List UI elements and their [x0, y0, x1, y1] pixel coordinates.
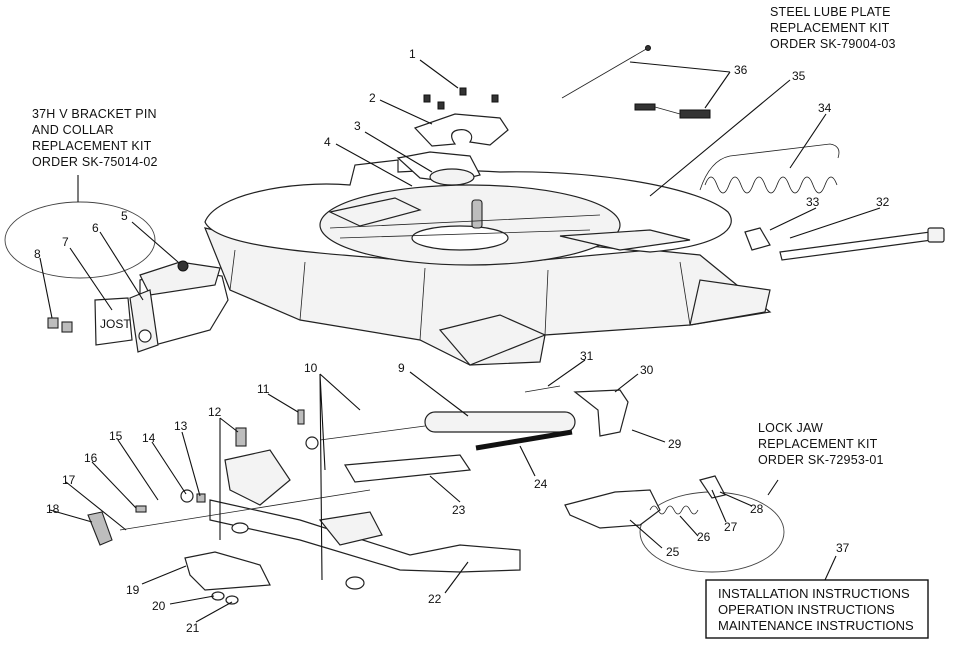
- kit-v-bracket-line-1: 37H V BRACKET PIN: [32, 107, 157, 121]
- kit-v-bracket-line-3: REPLACEMENT KIT: [32, 139, 152, 153]
- handle-rod: [87, 489, 371, 546]
- part-label-20: 20: [152, 599, 166, 613]
- part-label-31: 31: [580, 349, 594, 363]
- part-label-4: 4: [324, 135, 331, 149]
- pin-block: [744, 227, 771, 251]
- part-label-10: 10: [304, 361, 318, 375]
- part-label-36: 36: [734, 63, 748, 77]
- part-label-6: 6: [92, 221, 99, 235]
- coil-spring: [699, 143, 840, 194]
- part-label-14: 14: [142, 431, 156, 445]
- part-label-27: 27: [724, 520, 738, 534]
- part-label-19: 19: [126, 583, 140, 597]
- part-label-11: 11: [257, 382, 270, 396]
- part-label-16: 16: [84, 451, 98, 465]
- part-label-28: 28: [750, 502, 764, 516]
- kit-v-bracket-line-2: AND COLLAR: [32, 123, 114, 137]
- part-label-29: 29: [668, 437, 682, 451]
- part-label-3: 3: [354, 119, 361, 133]
- v-bracket-assembly: JOST: [47, 260, 229, 353]
- slide-bar: [344, 454, 472, 483]
- kit-v-bracket-line-4: ORDER SK-75014-02: [32, 155, 158, 169]
- kit-label-lock-jaw: LOCK JAW REPLACEMENT KIT ORDER SK-72953-…: [758, 421, 884, 467]
- part-label-15: 15: [109, 429, 123, 443]
- collar-plate: [413, 113, 509, 147]
- lock-jaw-assembly: [564, 475, 726, 529]
- leader-lines: [39, 59, 881, 623]
- part-label-18: 18: [46, 502, 60, 516]
- part-label-21: 21: [186, 621, 200, 635]
- kit-lock-jaw-line-2: REPLACEMENT KIT: [758, 437, 878, 451]
- kit-lock-jaw-line-3: ORDER SK-72953-01: [758, 453, 884, 467]
- part-label-37: 37: [836, 541, 850, 555]
- kit-label-lube-plate: STEEL LUBE PLATE REPLACEMENT KIT ORDER S…: [770, 5, 896, 51]
- part-label-23: 23: [452, 503, 466, 517]
- kit-lock-jaw-line-1: LOCK JAW: [758, 421, 823, 435]
- part-label-1: 1: [409, 47, 416, 61]
- part-label-8: 8: [34, 247, 41, 261]
- instructions-line-installation: INSTALLATION INSTRUCTIONS: [718, 586, 910, 601]
- lube-plate-insert: [396, 151, 481, 186]
- part-label-25: 25: [666, 545, 680, 559]
- part-label-2: 2: [369, 91, 376, 105]
- part-label-33: 33: [806, 195, 820, 209]
- small-hardware: [135, 409, 365, 605]
- part-label-17: 17: [62, 473, 76, 487]
- air-cylinder: [305, 411, 576, 450]
- part-label-35: 35: [792, 69, 806, 83]
- release-pin: [779, 227, 945, 261]
- part-label-13: 13: [174, 419, 188, 433]
- bracket-stamp: JOST: [100, 317, 131, 331]
- part-label-12: 12: [208, 405, 222, 419]
- instructions-line-maintenance: MAINTENANCE INSTRUCTIONS: [718, 618, 914, 633]
- kit-label-v-bracket: 37H V BRACKET PIN AND COLLAR REPLACEMENT…: [32, 107, 158, 169]
- mounting-bolts: [423, 87, 499, 110]
- kit-lube-plate-line-2: REPLACEMENT KIT: [770, 21, 890, 35]
- part-label-32: 32: [876, 195, 890, 209]
- main-lever: [209, 449, 521, 573]
- kit-lube-plate-line-1: STEEL LUBE PLATE: [770, 5, 891, 19]
- cylinder-pin: [524, 385, 561, 393]
- part-label-7: 7: [62, 235, 69, 249]
- part-label-5: 5: [121, 209, 128, 223]
- part-label-34: 34: [818, 101, 832, 115]
- part-label-30: 30: [640, 363, 654, 377]
- part-label-24: 24: [534, 477, 548, 491]
- instructions-line-operation: OPERATION INSTRUCTIONS: [718, 602, 895, 617]
- part-number-labels: 1 2 3 4 5 6 7 8 9 10 11 12 13 14 15 16 1…: [34, 47, 890, 635]
- instructions-box: [705, 579, 929, 639]
- v-bracket-kit-outline: [4, 201, 156, 279]
- fifth-wheel-top-plate: [204, 159, 772, 366]
- part-label-26: 26: [697, 530, 711, 544]
- part-label-22: 22: [428, 592, 442, 606]
- part-label-9: 9: [398, 361, 405, 375]
- lube-rod-assembly: [561, 45, 711, 119]
- rubber-strip: [475, 429, 573, 451]
- lower-bracket: [184, 551, 271, 591]
- kit-lube-plate-line-3: ORDER SK-79004-03: [770, 37, 896, 51]
- cylinder-bracket: [573, 389, 629, 437]
